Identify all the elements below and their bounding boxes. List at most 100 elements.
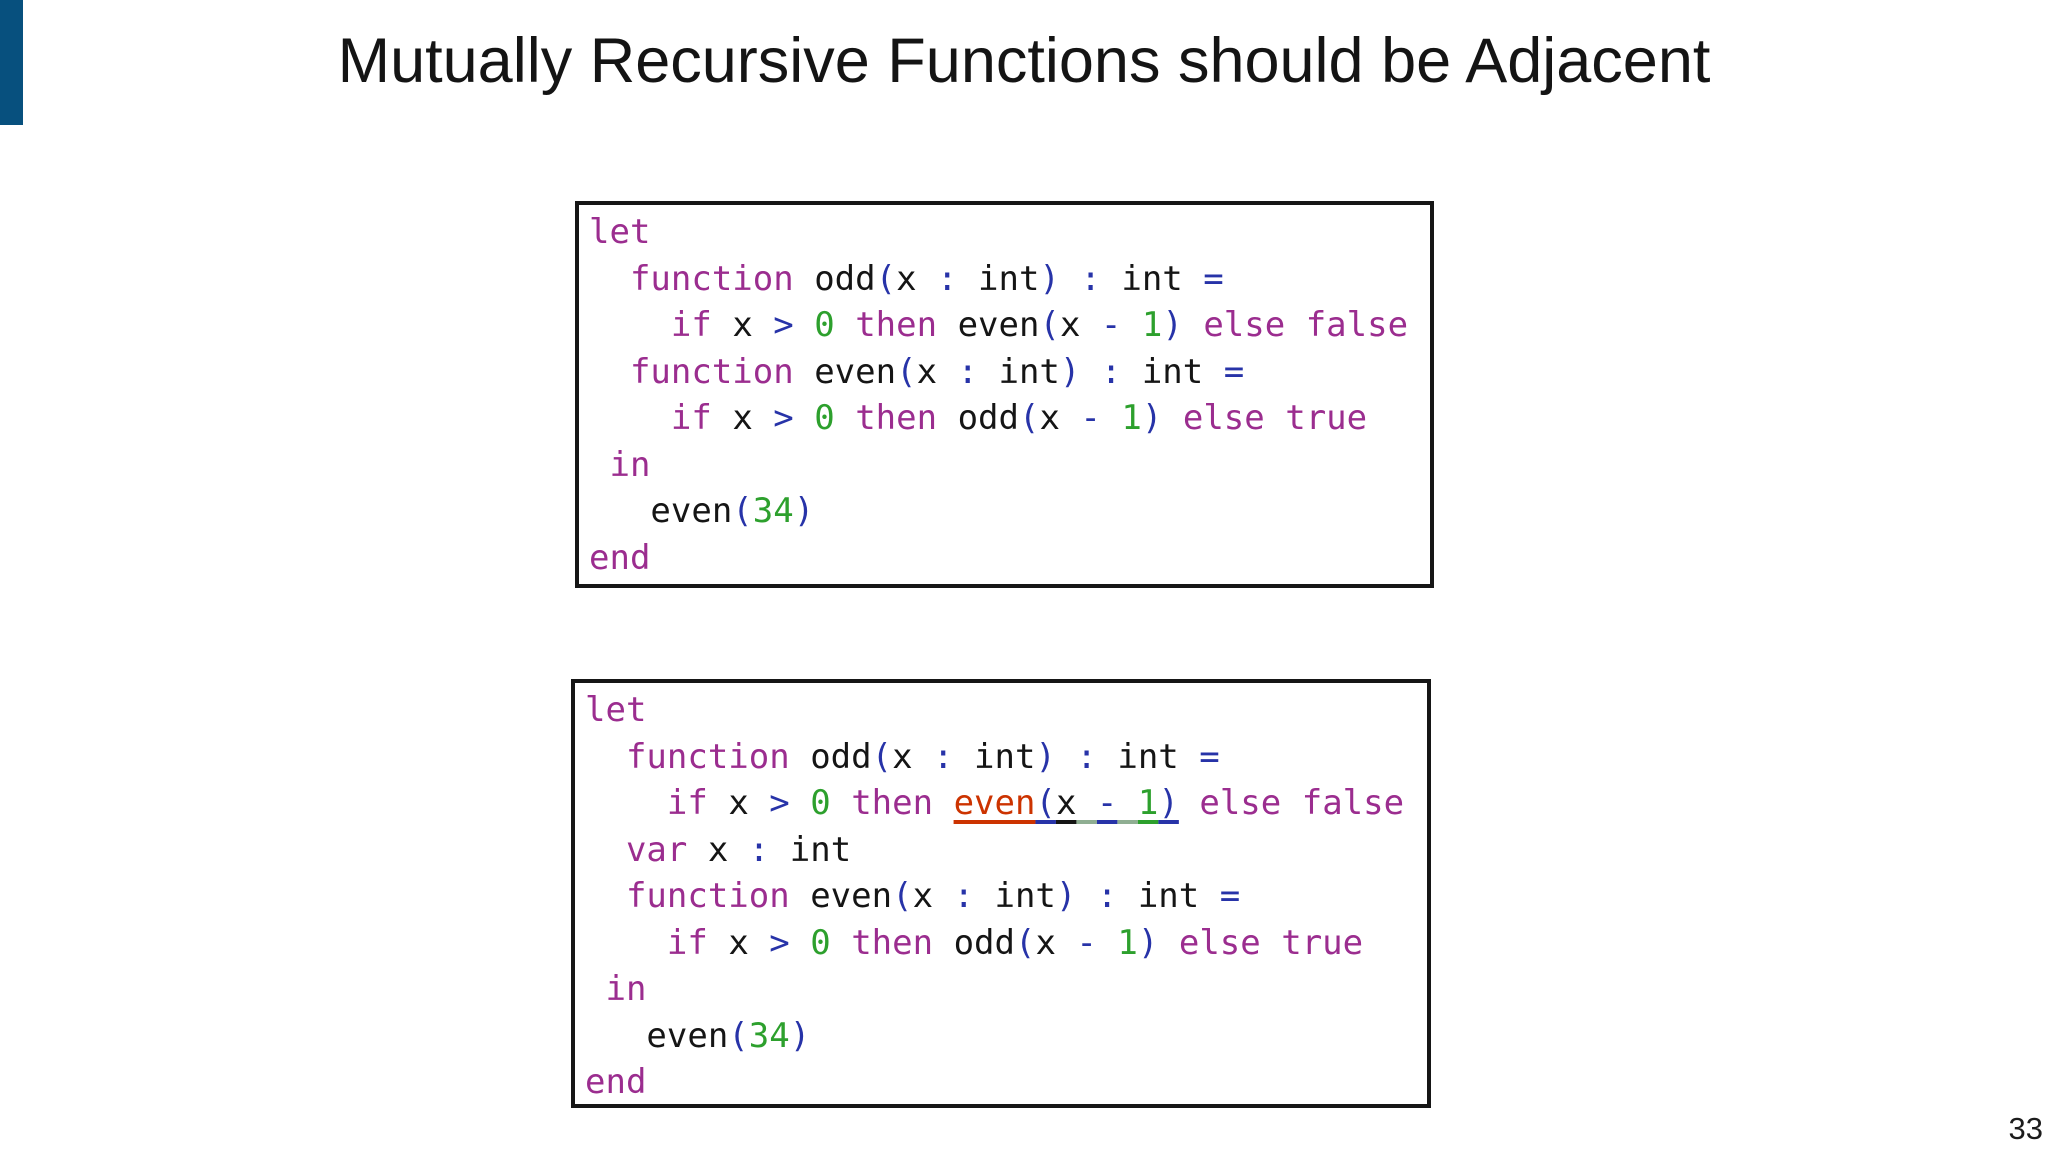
code-token: if: [670, 398, 712, 438]
code-line: var x : int: [585, 827, 1427, 874]
code-token: var: [625, 829, 688, 870]
code-token: true: [1281, 922, 1364, 963]
code-token: 0: [814, 398, 835, 438]
code-line: if x > 0 then odd(x - 1) else true: [589, 395, 1430, 442]
code-token: 0: [810, 783, 831, 823]
code-line: let: [585, 687, 1427, 734]
code-token: (: [875, 258, 897, 299]
code-token: in: [605, 969, 647, 1009]
slide-accent-bar: [0, 0, 23, 125]
underlined-code-token: [1117, 783, 1137, 823]
code-token: ): [1039, 258, 1060, 299]
code-line: function odd(x : int) : int =: [589, 256, 1430, 303]
code-token: then: [851, 783, 934, 823]
code-token: -: [1100, 305, 1122, 345]
code-line: even(34): [589, 488, 1430, 535]
code-token: [831, 923, 851, 963]
code-token: even: [585, 1015, 729, 1056]
code-token: (: [896, 351, 917, 392]
code-token: x: [916, 351, 958, 392]
code-token: :: [1100, 351, 1122, 392]
code-token: [835, 398, 855, 438]
code-token: :: [933, 736, 954, 777]
code-token: end: [585, 1062, 647, 1102]
code-token: ): [793, 491, 815, 531]
code-token: [794, 398, 814, 438]
code-token: then: [851, 922, 934, 963]
code-token: ): [789, 1015, 811, 1056]
code-line: function even(x : int) : int =: [585, 873, 1427, 920]
code-token: if: [666, 922, 708, 963]
code-token: :: [748, 829, 770, 870]
code-line: in: [585, 966, 1427, 1013]
code-token: if: [666, 783, 708, 823]
code-token: (: [732, 491, 753, 531]
code-block-adjacent-functions: let function odd(x : int) : int = if x >…: [575, 201, 1434, 588]
code-token: >: [773, 305, 794, 345]
code-token: ): [1162, 305, 1183, 345]
code-line: function odd(x : int) : int =: [585, 734, 1427, 781]
code-token: [589, 445, 609, 485]
code-token: then: [855, 305, 938, 345]
code-token: odd: [933, 922, 1015, 963]
code-token: 1: [1117, 922, 1138, 963]
code-token: [589, 352, 630, 392]
code-token: let: [585, 690, 647, 730]
code-token: x: [896, 258, 938, 299]
code-token: -: [1080, 398, 1101, 438]
slide-title: Mutually Recursive Functions should be A…: [337, 26, 1711, 96]
code-token: int: [953, 736, 1036, 777]
code-token: true: [1285, 398, 1368, 438]
code-token: [835, 305, 855, 345]
code-line: in: [589, 442, 1430, 489]
code-token: :: [1076, 736, 1097, 777]
code-token: [1265, 398, 1285, 438]
code-token: x: [687, 829, 749, 870]
code-token: int: [1100, 258, 1204, 299]
code-token: [790, 923, 810, 963]
code-block-separated-functions: let function odd(x : int) : int = if x >…: [571, 679, 1431, 1108]
code-token: function: [625, 876, 790, 916]
code-token: [1281, 783, 1301, 823]
code-token: :: [957, 351, 978, 392]
underlined-code-token: [1076, 783, 1096, 823]
code-token: [1080, 352, 1100, 392]
code-token: odd: [793, 258, 876, 299]
code-token: 1: [1121, 398, 1142, 438]
code-token: x: [1035, 922, 1077, 963]
code-token: x: [912, 876, 954, 916]
code-token: let: [589, 212, 651, 252]
code-line: if x > 0 then odd(x - 1) else true: [585, 920, 1427, 967]
underlined-code-token: -: [1096, 783, 1118, 823]
code-token: int: [1096, 736, 1200, 777]
underlined-code-token: x: [1055, 783, 1077, 823]
code-line: end: [589, 535, 1430, 582]
code-token: end: [589, 537, 651, 578]
code-token: (: [728, 1015, 749, 1056]
code-token: false: [1301, 783, 1405, 823]
code-token: even: [937, 305, 1040, 345]
code-token: ): [1055, 876, 1077, 916]
code-token: (: [1039, 305, 1060, 345]
code-token: =: [1223, 351, 1245, 392]
code-token: [585, 830, 626, 870]
code-token: [1285, 305, 1305, 345]
code-token: >: [769, 922, 790, 963]
code-line: end: [585, 1059, 1427, 1104]
code-token: int: [769, 829, 852, 870]
code-token: ): [1137, 922, 1159, 963]
code-token: =: [1203, 258, 1224, 299]
code-token: else: [1199, 783, 1282, 823]
code-token: :: [953, 876, 974, 916]
code-token: [1097, 923, 1117, 963]
code-token: =: [1219, 876, 1241, 916]
code-line: even(34): [585, 1013, 1427, 1060]
code-token: else: [1178, 922, 1261, 963]
code-token: x: [892, 736, 934, 777]
code-token: [831, 783, 851, 823]
code-token: [585, 923, 667, 963]
code-token: 1: [1141, 305, 1163, 345]
code-token: (: [1018, 398, 1040, 438]
code-token: x: [711, 398, 774, 438]
code-line: function even(x : int) : int =: [589, 349, 1430, 396]
